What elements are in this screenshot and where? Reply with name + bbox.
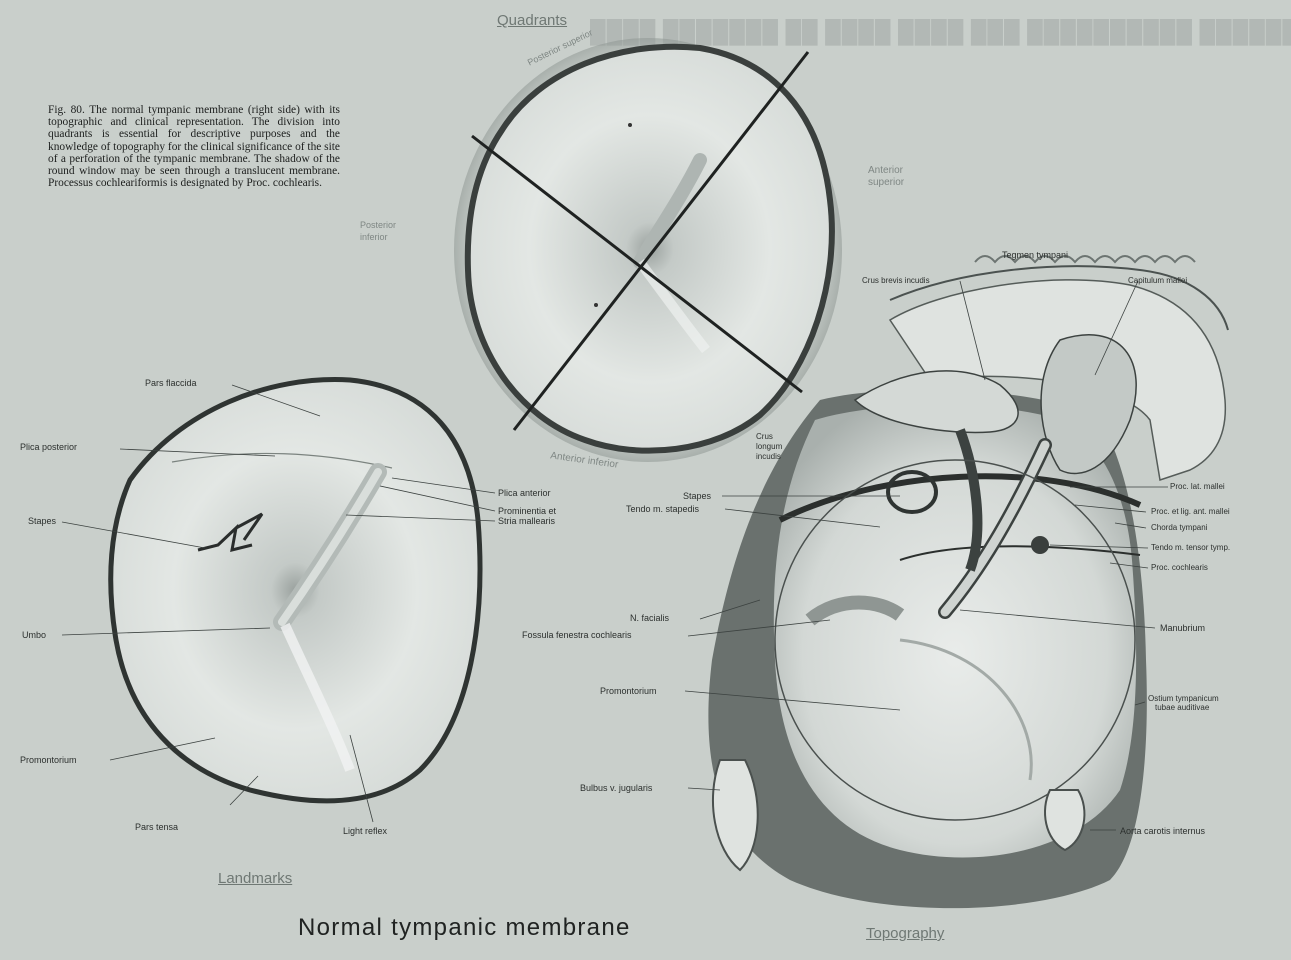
label-fossula-fenestra-cochlearis: Fossula fenestra cochlearis (522, 630, 632, 640)
label-crus-longum-2: longum (756, 442, 782, 452)
label-capitulum-mallei: Capitulum mallei (1128, 276, 1187, 286)
label-promontorium-topography: Promontorium (600, 686, 657, 696)
label-ostium-2: tubae auditivae (1155, 703, 1209, 713)
label-prominentia: Prominentia et (498, 506, 556, 516)
label-stapes-topography: Stapes (683, 491, 711, 501)
label-pars-tensa: Pars tensa (135, 822, 178, 832)
label-crus-brevis-incudis: Crus brevis incudis (862, 276, 930, 286)
label-proc-lat-mallei: Proc. lat. mallei (1170, 482, 1225, 492)
label-plica-anterior: Plica anterior (498, 488, 551, 498)
label-light-reflex: Light reflex (343, 826, 387, 836)
label-posterior-inferior-2: inferior (360, 232, 388, 242)
label-stapes-landmarks: Stapes (28, 516, 56, 526)
figure-caption: Fig. 80. The normal tympanic membrane (r… (48, 104, 340, 189)
label-stria-mallearis: Stria mallearis (498, 516, 555, 526)
quadrants-membrane (454, 38, 842, 462)
label-n-facialis: N. facialis (630, 613, 669, 623)
label-tendo-stapedis: Tendo m. stapedis (626, 504, 699, 514)
label-tendo-tensor-tymp: Tendo m. tensor tymp. (1151, 543, 1230, 553)
landmarks-heading: Landmarks (218, 870, 292, 887)
quadrants-heading: Quadrants (497, 12, 567, 29)
label-proc-ant-mallei: Proc. et lig. ant. mallei (1151, 507, 1230, 517)
label-proc-cochlearis: Proc. cochlearis (1151, 563, 1208, 573)
label-crus-longum-3: incudis (756, 452, 781, 462)
label-bulbus-jugularis: Bulbus v. jugularis (580, 783, 652, 793)
label-manubrium: Manubrium (1160, 623, 1205, 633)
label-umbo: Umbo (22, 630, 46, 640)
label-posterior-inferior-1: Posterior (360, 220, 396, 230)
label-chorda-tympani: Chorda tympani (1151, 523, 1207, 533)
figure-title: Normal tympanic membrane (298, 914, 631, 942)
label-crus-longum-1: Crus (756, 432, 773, 442)
label-anterior-superior-2: superior (868, 178, 904, 188)
landmarks-membrane (111, 380, 480, 801)
topography-heading: Topography (866, 925, 944, 942)
label-tegmen-tympani: Tegmen tympani (1002, 250, 1068, 260)
label-anterior-superior-1: Anterior (868, 166, 903, 176)
label-promontorium-landmarks: Promontorium (20, 755, 77, 765)
label-plica-posterior: Plica posterior (20, 442, 77, 452)
label-pars-flaccida: Pars flaccida (145, 378, 197, 388)
label-aorta-carotis: Aorta carotis internus (1120, 826, 1205, 836)
